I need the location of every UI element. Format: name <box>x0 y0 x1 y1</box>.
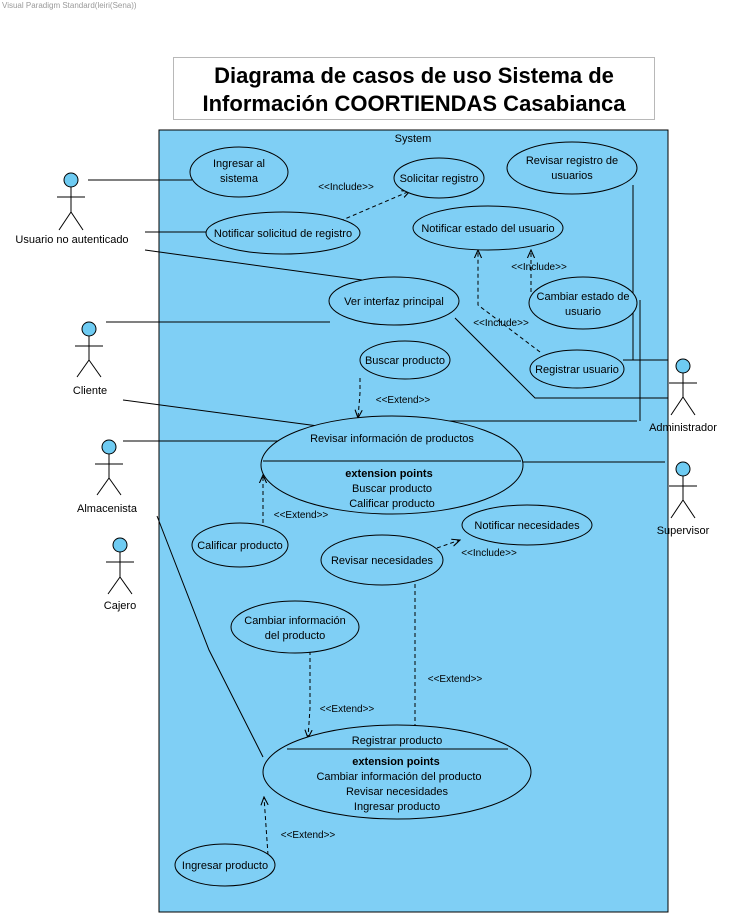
use-case-notificar-solicitud-registro[interactable]: Notificar solicitud de registro <box>205 211 361 255</box>
label-extend-4: <<Extend>> <box>320 704 375 715</box>
use-case-buscar-producto[interactable]: Buscar producto <box>359 340 451 380</box>
svg-text:Cambiar información del produc: Cambiar información del producto <box>316 771 481 783</box>
svg-text:extension points: extension points <box>352 756 439 768</box>
label-extend-2: <<Extend>> <box>274 510 329 521</box>
svg-text:Registrar usuario: Registrar usuario <box>535 364 619 376</box>
label-include-4: <<Include>> <box>461 548 517 559</box>
use-case-calificar-producto[interactable]: Calificar producto <box>191 522 289 568</box>
actor-cajero[interactable] <box>106 537 134 595</box>
svg-text:del producto: del producto <box>265 630 326 642</box>
use-case-revisar-necesidades[interactable]: Revisar necesidades <box>320 534 444 586</box>
actor-label-usuario-no-autenticado: Usuario no autenticado <box>15 234 128 246</box>
svg-text:Revisar registro de: Revisar registro de <box>526 155 618 167</box>
svg-text:Ver interfaz principal: Ver interfaz principal <box>344 296 444 308</box>
actor-label-almacenista: Almacenista <box>77 503 138 515</box>
svg-text:Revisar necesidades: Revisar necesidades <box>346 786 449 798</box>
svg-text:sistema: sistema <box>220 173 259 185</box>
use-case-revisar-registro-usuarios[interactable]: Revisar registro de usuarios <box>506 141 638 195</box>
actor-administrador[interactable] <box>669 358 697 416</box>
label-include-1: <<Include>> <box>318 182 374 193</box>
svg-text:usuario: usuario <box>565 306 601 318</box>
actor-almacenista[interactable] <box>95 439 123 496</box>
svg-text:Ingresar producto: Ingresar producto <box>182 860 268 872</box>
system-label: System <box>395 133 432 145</box>
diagram-title-line-2: Información COORTIENDAS Casabianca <box>202 91 626 116</box>
svg-text:Revisar información de produc: Revisar información de productos <box>310 433 474 445</box>
svg-text:Revisar necesidades: Revisar necesidades <box>331 555 434 567</box>
use-case-cambiar-estado-usuario[interactable]: Cambiar estado de usuario <box>528 276 638 330</box>
svg-text:Ingresar al: Ingresar al <box>213 158 265 170</box>
svg-text:Buscar producto: Buscar producto <box>365 355 445 367</box>
label-include-3: <<Include>> <box>473 318 529 329</box>
label-extend-1: <<Extend>> <box>376 395 431 406</box>
use-case-revisar-informacion-productos[interactable]: Revisar información de productos extensi… <box>260 415 524 515</box>
use-case-notificar-estado-usuario[interactable]: Notificar estado del usuario <box>412 205 564 251</box>
diagram-title-box: Diagrama de casos de uso Sistema de Info… <box>173 57 655 120</box>
svg-text:Calificar producto: Calificar producto <box>349 498 435 510</box>
svg-text:extension points: extension points <box>345 468 432 480</box>
use-case-ingresar-producto[interactable]: Ingresar producto <box>174 843 276 887</box>
actor-label-cajero: Cajero <box>104 600 136 612</box>
dependencies <box>263 191 541 856</box>
svg-text:Notificar necesidades: Notificar necesidades <box>474 520 580 532</box>
use-case-notificar-necesidades[interactable]: Notificar necesidades <box>461 504 593 546</box>
use-case-cambiar-informacion-producto[interactable]: Cambiar información del producto <box>230 600 360 654</box>
svg-text:Ingresar producto: Ingresar producto <box>354 801 440 813</box>
label-extend-3: <<Extend>> <box>428 674 483 685</box>
use-case-registrar-usuario[interactable]: Registrar usuario <box>529 349 625 389</box>
use-case-ver-interfaz-principal[interactable]: Ver interfaz principal <box>328 276 460 326</box>
actor-cliente[interactable] <box>75 321 103 378</box>
svg-text:usuarios: usuarios <box>551 170 593 182</box>
svg-text:Cambiar estado de: Cambiar estado de <box>537 291 630 303</box>
svg-text:Cambiar información: Cambiar información <box>244 615 345 627</box>
watermark: Visual Paradigm Standard(leiri(Sena)) <box>2 1 137 10</box>
actor-label-administrador: Administrador <box>649 422 717 434</box>
associations <box>88 179 668 758</box>
actor-usuario-no-autenticado[interactable] <box>57 172 85 231</box>
label-extend-5: <<Extend>> <box>281 830 336 841</box>
svg-text:Notificar estado del usuario: Notificar estado del usuario <box>421 223 554 235</box>
actor-label-cliente: Cliente <box>73 385 107 397</box>
diagram-title-line-1: Diagrama de casos de uso Sistema de <box>214 63 614 88</box>
svg-text:Registrar producto: Registrar producto <box>352 735 443 747</box>
svg-text:Solicitar registro: Solicitar registro <box>400 173 479 185</box>
svg-text:Notificar solicitud de registr: Notificar solicitud de registro <box>214 228 352 240</box>
svg-text:Calificar producto: Calificar producto <box>197 540 283 552</box>
use-case-solicitar-registro[interactable]: Solicitar registro <box>393 157 485 199</box>
use-case-ingresar-sistema[interactable]: Ingresar al sistema <box>189 146 289 198</box>
label-include-2: <<Include>> <box>511 262 567 273</box>
actor-label-supervisor: Supervisor <box>657 525 710 537</box>
svg-text:Buscar producto: Buscar producto <box>352 483 432 495</box>
use-case-registrar-producto[interactable]: Registrar producto extension points Camb… <box>262 724 532 820</box>
actor-supervisor[interactable] <box>669 461 697 519</box>
